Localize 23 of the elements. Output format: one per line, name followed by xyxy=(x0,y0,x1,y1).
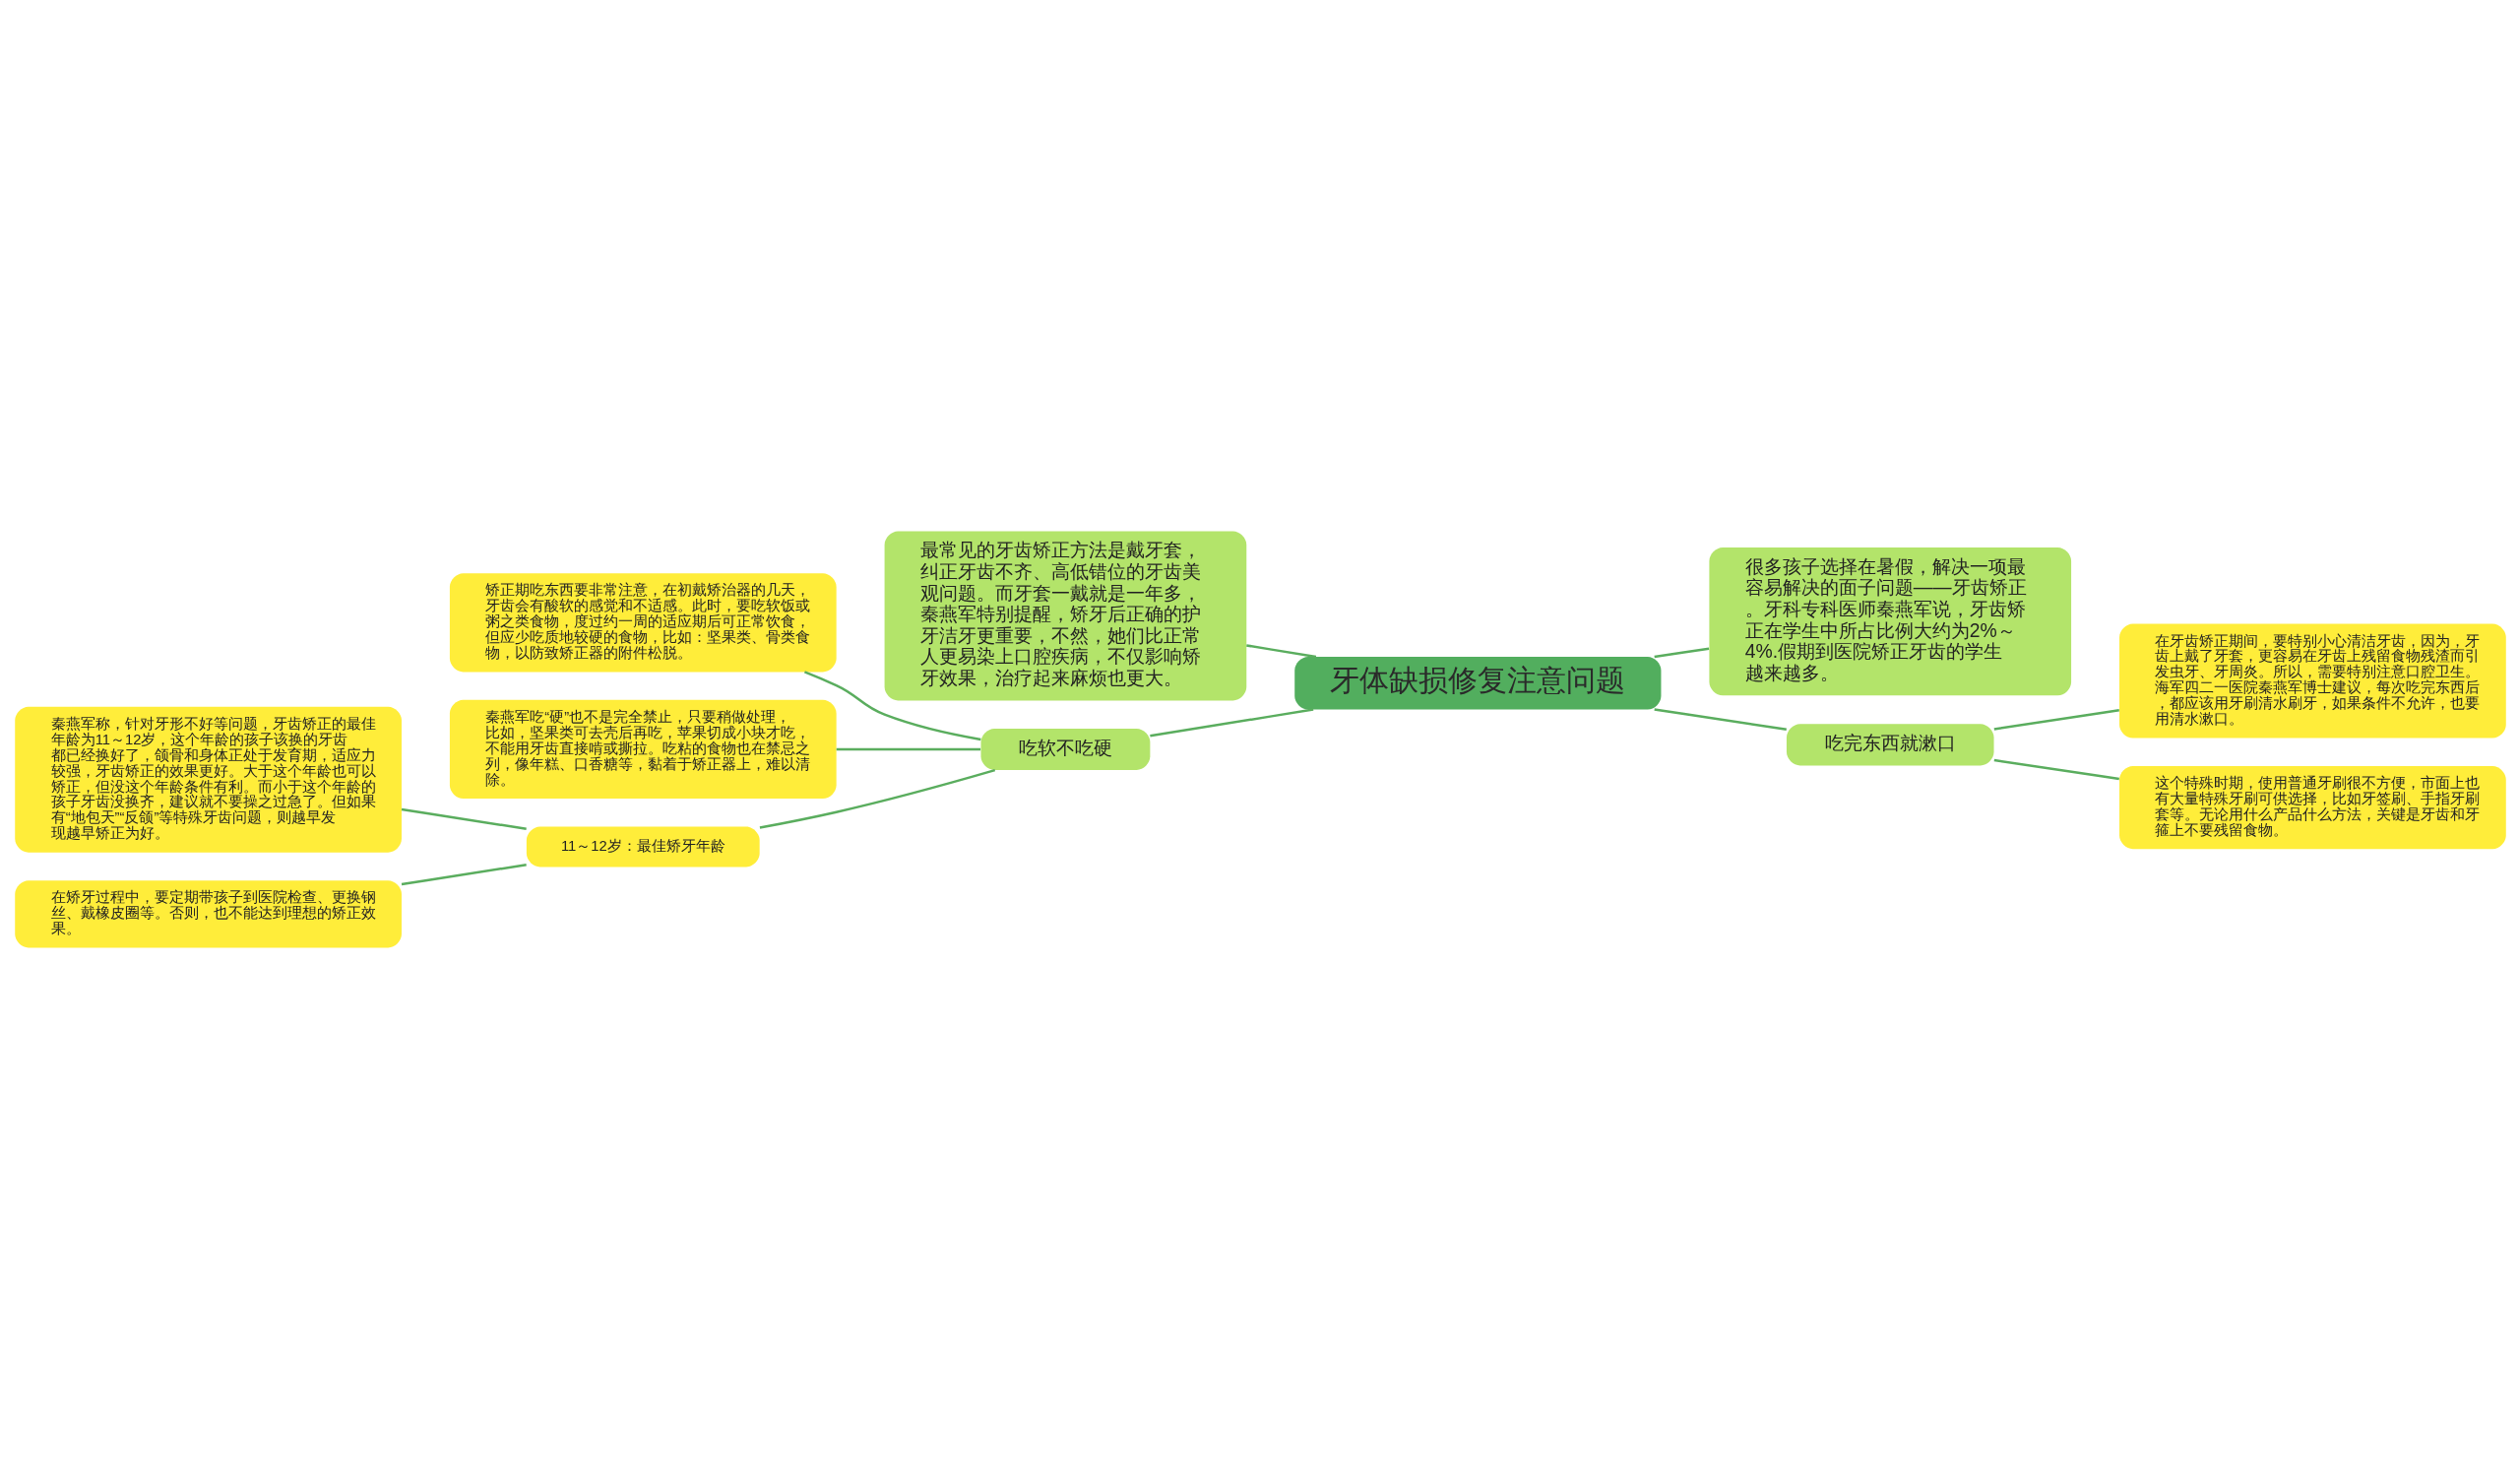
connector xyxy=(401,807,527,830)
connector xyxy=(1245,644,1316,659)
node-box: 在矫牙过程中，要定期带孩子到医院检查、更换钢丝、戴橡皮圈等。否则，也不能达到理想的矫正效果。 xyxy=(14,880,402,948)
node-box: 这个特殊时期，使用普通牙刷很不方便，市面上也有大量特殊牙刷可供选择，比如牙签刷、手指牙刷套等。无论用什么产品什么方法，关键是牙齿和牙箍上不要残留食物。 xyxy=(2118,766,2506,850)
connector xyxy=(1654,647,1709,659)
connector xyxy=(1654,708,1787,731)
node-box: 秦燕军吃“硬”也不是完全禁止，只要稍做处理，比如，坚果类可去壳后再吃，苹果切成小块才吃，不能用牙齿直接啃或撕拉。吃粘的食物也在禁忌之列，像年糕、口香糖等，黏着于矫正器上，难以清除。 xyxy=(449,699,837,800)
connector xyxy=(1993,709,2119,731)
connector xyxy=(803,671,981,741)
node-box: 11～12岁：最佳矫牙年龄 xyxy=(526,826,760,868)
node-box: 秦燕军称，针对牙形不好等问题，牙齿矫正的最佳年龄为11～12岁，这个年龄的孩子该换的牙齿都已经换好了，颌骨和身体正处于发育期，适应力较强，牙齿矫正的效果更好。大于这个年龄也可以矫正，但没这个年龄条件有利。而小于这个年龄的孩子牙齿没换齐，建议就不要操之过急了。但如果有“地包天”“反颌”等特殊牙齿问题，则越早发现越早矫正为好。 xyxy=(14,706,402,853)
node-box: 在牙齿矫正期间，要特别小心清洁牙齿，因为，牙齿上戴了牙套，更容易在牙齿上残留食物残渣而引发虫牙、牙周炎。所以，需要特别注意口腔卫生。海军四二一医院秦燕军博士建议，每次吃完东西后，都应该用牙刷清水刷牙，如果条件不允许，也要用清水漱口。 xyxy=(2118,623,2506,739)
node-box: 最常见的牙齿矫正方法是戴牙套，纠正牙齿不齐、高低错位的牙齿美观问题。而牙套一戴就是一年多，秦燕军特别提醒，矫牙后正确的护牙洁牙更重要，不然，她们比正常人更易染上口腔疾病，不仅影响矫牙效果，治疗起来麻烦也更大。 xyxy=(884,531,1246,701)
connector xyxy=(1149,708,1313,738)
connector xyxy=(401,864,527,886)
connector xyxy=(1993,758,2119,781)
node-box: 吃完东西就漱口 xyxy=(1786,724,1994,766)
node-box: 吃软不吃硬 xyxy=(980,728,1150,770)
node-box: 矫正期吃东西要非常注意，在初戴矫治器的几天，牙齿会有酸软的感觉和不适感。此时，要吃软饭或粥之类食物，度过约一周的适应期后可正常饮食，但应少吃质地较硬的食物，比如：坚果类、骨类食物，以防致矫正器的附件松脱。 xyxy=(449,573,837,673)
connector xyxy=(759,768,995,829)
node-box: 很多孩子选择在暑假，解决一项最容易解决的面子问题——牙齿矫正。牙科专科医师秦燕军说，牙齿矫正在学生中所占比例大约为2%～4%.假期到医院矫正牙齿的学生越来越多。 xyxy=(1708,547,2071,696)
node-box: 牙体缺损修复注意问题 xyxy=(1293,657,1661,710)
connector xyxy=(836,747,980,751)
